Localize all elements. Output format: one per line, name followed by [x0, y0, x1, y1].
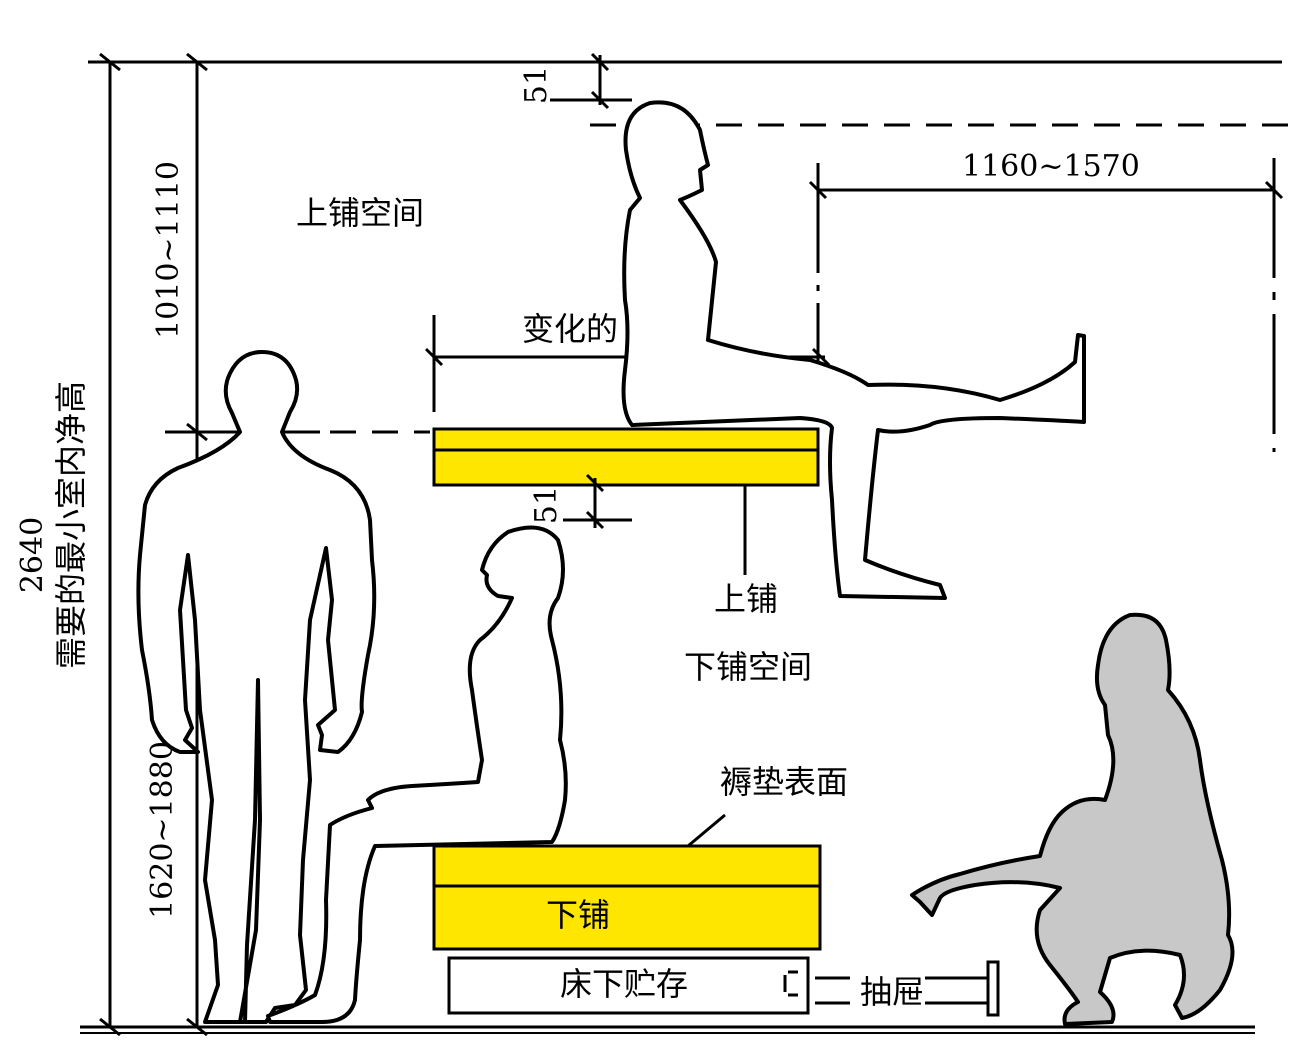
tick-mark [99, 1017, 121, 1037]
lower-bunk-label: 下铺 [546, 896, 610, 934]
tick-mark [424, 347, 444, 367]
mattress-surface-leader [687, 813, 726, 848]
upper-bunk-label: 上铺 [714, 580, 778, 618]
tick-mark [590, 52, 610, 72]
upper-bunk-mattress-top [432, 427, 820, 452]
upper-bunk-mattress-bottom [432, 448, 820, 487]
tick-mark [186, 52, 208, 72]
lower-space-label: 下铺空间 [684, 648, 812, 686]
crouching-figure [910, 612, 1235, 1026]
tick-mark [585, 473, 605, 493]
tick-mark [590, 90, 610, 110]
total-height-label: 2640 [15, 517, 50, 593]
tick-mark [811, 347, 831, 367]
lower-bunk-mattress-bottom [432, 884, 822, 951]
drawer-label: 抽屉 [860, 973, 924, 1011]
under-storage-label: 床下贮存 [560, 965, 688, 1003]
bunk-thickness-label: 51 [529, 486, 564, 524]
tick-mark [186, 1017, 208, 1037]
under-bed-drawer [447, 956, 810, 1015]
lower-height-label: 1620~1880 [145, 741, 180, 919]
leg-reach-label: 1160~1570 [962, 149, 1140, 184]
standing-figure [136, 350, 377, 1024]
upper-space-label: 上铺空间 [296, 194, 424, 232]
tick-mark [99, 52, 121, 72]
upper-height-label: 1010~1110 [151, 161, 186, 339]
seated-lower-figure [266, 525, 568, 1024]
drawer-handle [783, 970, 798, 997]
variable-label: 变化的 [522, 310, 618, 348]
mattress-surface-label: 褥垫表面 [720, 763, 848, 801]
drawer-pull-outline [815, 960, 1000, 1017]
seated-upper-figure [621, 100, 1086, 600]
lower-bunk-mattress-top [432, 844, 822, 888]
total-height-caption: 需要的最小室内净高 [52, 381, 90, 669]
top-gap-label: 51 [519, 66, 554, 104]
tick-mark [585, 510, 605, 530]
